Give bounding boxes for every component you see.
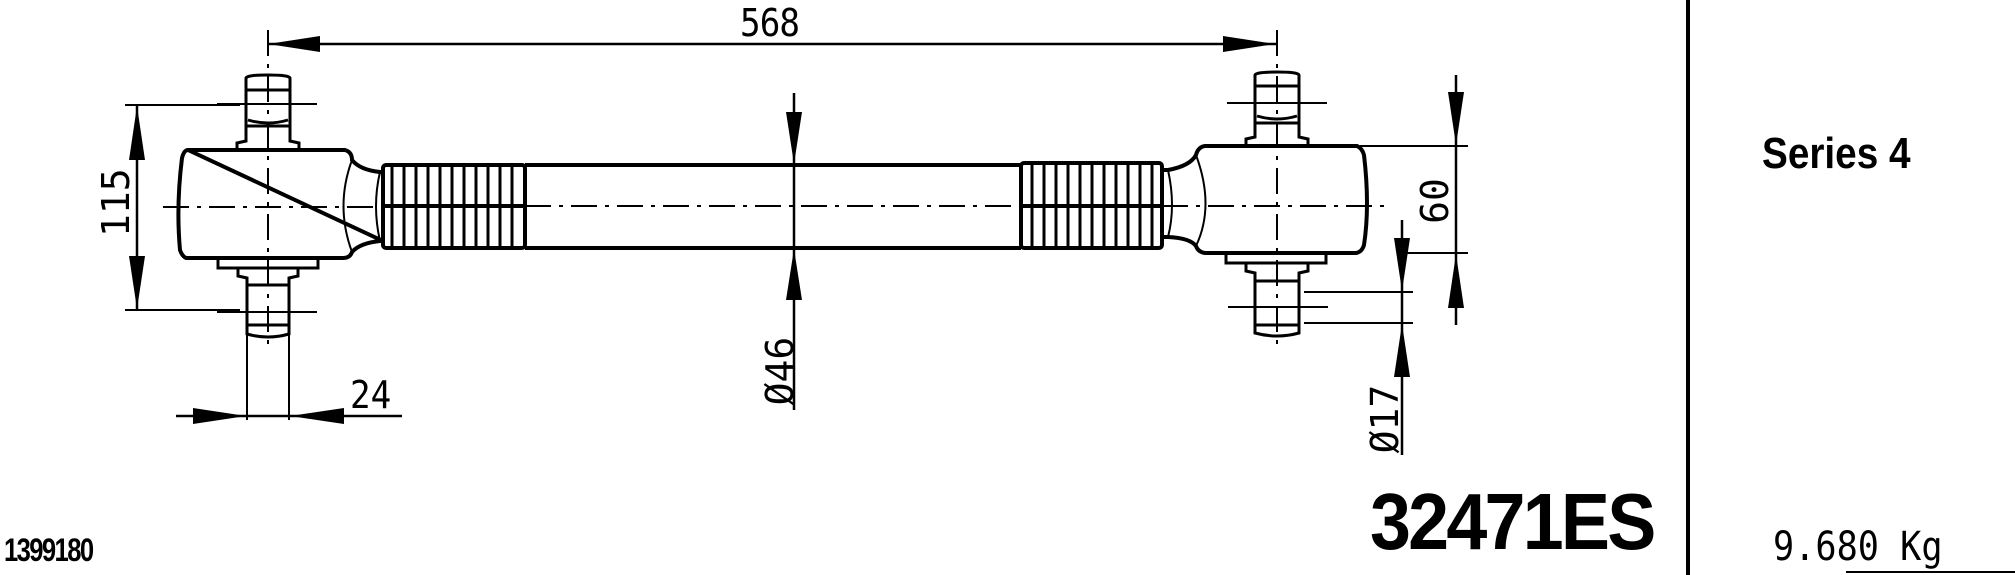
dimension-label-eye-height: 115 bbox=[94, 168, 138, 237]
dimension-60 bbox=[1360, 75, 1468, 325]
centerlines bbox=[163, 30, 1390, 352]
weight-label: 9.680 Kg bbox=[1773, 524, 1943, 570]
dimension-46 bbox=[786, 93, 802, 410]
dimension-17 bbox=[1304, 220, 1413, 455]
dimension-568 bbox=[267, 36, 1276, 52]
dimension-label-overall-length: 568 bbox=[740, 1, 800, 45]
right-eye bbox=[1162, 70, 1369, 338]
dimension-label-eye-width: 60 bbox=[1413, 178, 1457, 224]
dimension-24 bbox=[176, 305, 402, 424]
dimension-label-bolt-width: 24 bbox=[350, 373, 392, 417]
dimension-label-rod-diameter: Ø46 bbox=[758, 336, 802, 406]
rod bbox=[525, 163, 1021, 250]
part-number: 32471ES bbox=[1370, 477, 1656, 566]
right-bellows bbox=[1019, 161, 1164, 250]
reference-number: 1399180 bbox=[4, 532, 94, 568]
dimension-115 bbox=[125, 104, 240, 311]
left-bellows bbox=[381, 163, 527, 250]
dimension-label-bolt-diameter: Ø17 bbox=[1363, 384, 1407, 454]
series-label: Series 4 bbox=[1762, 129, 1911, 178]
